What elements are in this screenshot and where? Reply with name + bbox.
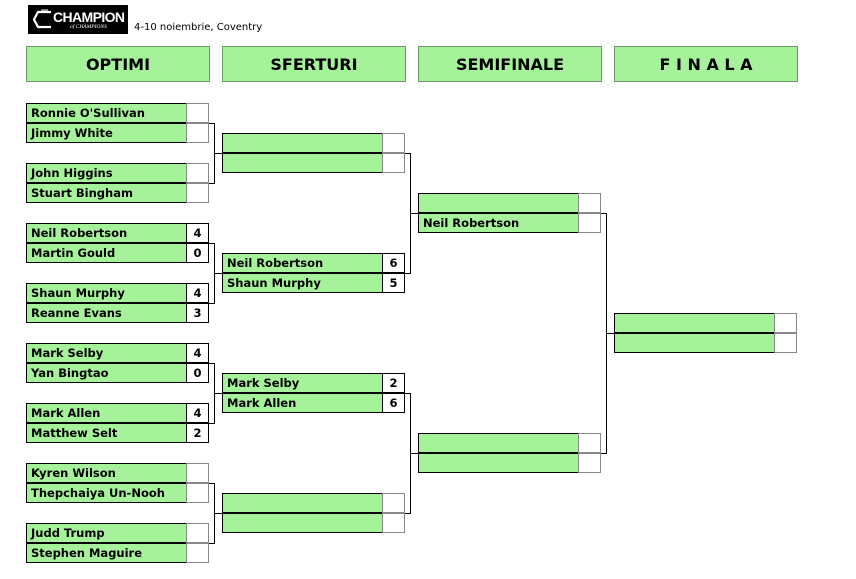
optimi-match-7-player-2: Thepchaiya Un-Nooh: [26, 483, 186, 503]
sferturi-match-1-score-2: [382, 153, 405, 173]
connector-tick: [405, 513, 411, 514]
connector-into-next: [410, 453, 418, 454]
optimi-match-2-player-1: John Higgins: [26, 163, 186, 183]
optimi-match-6-player-2: Matthew Selt: [26, 423, 186, 443]
sferturi-match-3-score-2: 6: [382, 393, 405, 413]
optimi-match-1-player-1: Ronnie O'Sullivan: [26, 103, 186, 123]
sferturi-match-4-score-2: [382, 513, 405, 533]
optimi-match-8-score-1: [186, 523, 209, 543]
connector-tick: [209, 123, 215, 124]
optimi-match-8-player-1: Judd Trump: [26, 523, 186, 543]
connector-into-next: [214, 513, 222, 514]
sferturi-match-4-player-1: [222, 493, 382, 513]
optimi-match-3-score-2: 0: [186, 243, 209, 263]
sferturi-match-4-score-1: [382, 493, 405, 513]
connector-tick: [601, 213, 607, 214]
semifinale-match-1-score-1: [578, 193, 601, 213]
header-optimi: OPTIMI: [26, 46, 210, 82]
connector-into-next: [214, 393, 222, 394]
connector-tick: [601, 453, 607, 454]
sferturi-match-3-score-1: 2: [382, 373, 405, 393]
sferturi-match-2-player-2: Shaun Murphy: [222, 273, 382, 293]
finala-match-1-player-1: [614, 313, 774, 333]
optimi-match-8-score-2: [186, 543, 209, 563]
optimi-match-3-player-2: Martin Gould: [26, 243, 186, 263]
optimi-match-7-player-1: Kyren Wilson: [26, 463, 186, 483]
semifinale-match-1-player-2: Neil Robertson: [418, 213, 578, 233]
connector-tick: [209, 363, 215, 364]
semifinale-match-2-score-1: [578, 433, 601, 453]
header-sferturi: SFERTURI: [222, 46, 406, 82]
optimi-match-4-score-2: 3: [186, 303, 209, 323]
optimi-match-1-player-2: Jimmy White: [26, 123, 186, 143]
optimi-match-4-player-2: Reanne Evans: [26, 303, 186, 323]
header-finala: F I N A L A: [614, 46, 798, 82]
optimi-match-1-score-1: [186, 103, 209, 123]
optimi-match-5-score-1: 4: [186, 343, 209, 363]
connector-tick: [209, 243, 215, 244]
event-dates: 4-10 noiembrie, Coventry: [134, 22, 263, 33]
optimi-match-3-player-1: Neil Robertson: [26, 223, 186, 243]
semifinale-match-2-player-2: [418, 453, 578, 473]
connector-tick: [209, 183, 215, 184]
connector-tick: [405, 393, 411, 394]
finala-match-1-player-2: [614, 333, 774, 353]
finala-match-1-score-1: [774, 313, 797, 333]
connector-into-next: [606, 333, 614, 334]
optimi-match-4-score-1: 4: [186, 283, 209, 303]
optimi-match-6-player-1: Mark Allen: [26, 403, 186, 423]
optimi-match-2-player-2: Stuart Bingham: [26, 183, 186, 203]
logo-word: CHAMPION: [53, 9, 125, 25]
logo-mark-icon: [32, 9, 51, 29]
connector-tick: [209, 303, 215, 304]
header-semifinale: SEMIFINALE: [418, 46, 602, 82]
optimi-match-7-score-1: [186, 463, 209, 483]
optimi-match-1-score-2: [186, 123, 209, 143]
semifinale-match-2-score-2: [578, 453, 601, 473]
sferturi-match-1-player-1: [222, 133, 382, 153]
sferturi-match-1-score-1: [382, 133, 405, 153]
optimi-match-5-player-2: Yan Bingtao: [26, 363, 186, 383]
connector-into-next: [214, 153, 222, 154]
sferturi-match-2-score-2: 5: [382, 273, 405, 293]
optimi-match-7-score-2: [186, 483, 209, 503]
sferturi-match-3-player-2: Mark Allen: [222, 393, 382, 413]
champion-logo: CHAMPION of CHAMPIONS: [28, 5, 128, 34]
sferturi-match-1-player-2: [222, 153, 382, 173]
semifinale-match-2-player-1: [418, 433, 578, 453]
semifinale-match-1-player-1: [418, 193, 578, 213]
optimi-match-2-score-1: [186, 163, 209, 183]
optimi-match-4-player-1: Shaun Murphy: [26, 283, 186, 303]
optimi-match-5-score-2: 0: [186, 363, 209, 383]
connector-tick: [209, 483, 215, 484]
optimi-match-2-score-2: [186, 183, 209, 203]
optimi-match-5-player-1: Mark Selby: [26, 343, 186, 363]
optimi-match-3-score-1: 4: [186, 223, 209, 243]
semifinale-match-1-score-2: [578, 213, 601, 233]
optimi-match-6-score-1: 4: [186, 403, 209, 423]
connector-into-next: [214, 273, 222, 274]
sferturi-match-2-score-1: 6: [382, 253, 405, 273]
optimi-match-8-player-2: Stephen Maguire: [26, 543, 186, 563]
sferturi-match-2-player-1: Neil Robertson: [222, 253, 382, 273]
connector-tick: [209, 423, 215, 424]
connector-tick: [405, 153, 411, 154]
sferturi-match-4-player-2: [222, 513, 382, 533]
connector-tick: [405, 273, 411, 274]
sferturi-match-3-player-1: Mark Selby: [222, 373, 382, 393]
logo-subtitle: of CHAMPIONS: [70, 24, 107, 30]
connector-tick: [209, 543, 215, 544]
connector-into-next: [410, 213, 418, 214]
optimi-match-6-score-2: 2: [186, 423, 209, 443]
finala-match-1-score-2: [774, 333, 797, 353]
